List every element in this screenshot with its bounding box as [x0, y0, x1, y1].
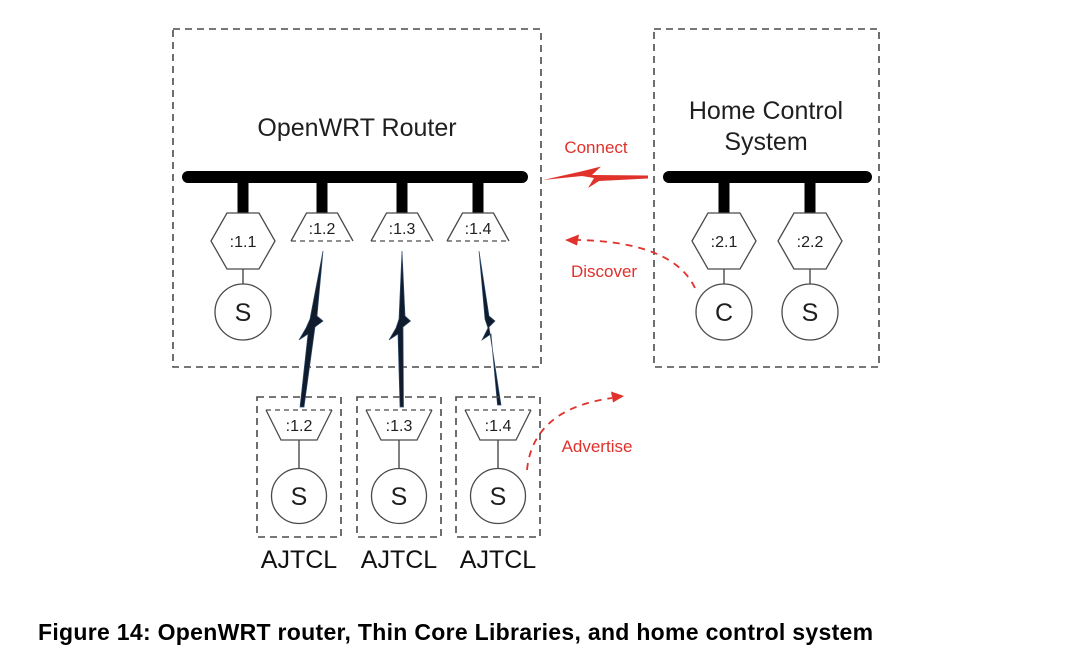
- plug-id: :1.3: [386, 418, 413, 435]
- ajtcl-label: AJTCL: [261, 546, 338, 574]
- lightning-bolt-icon: [298, 250, 324, 408]
- socket-shape: [446, 212, 510, 242]
- ajtcl-box: [256, 396, 342, 538]
- discover-arrowhead-icon: [565, 234, 579, 246]
- service-node: [270, 467, 328, 525]
- ajtcl-label: AJTCL: [361, 546, 438, 574]
- discover-arrow: [577, 239, 696, 289]
- socket-id: :1.2: [309, 221, 336, 238]
- service-letter: S: [490, 483, 507, 511]
- hexagon-port: [210, 212, 276, 270]
- hexagon-port: [777, 212, 843, 270]
- router-stub-1: [237, 182, 249, 214]
- lightning-bolt-icon: [388, 250, 412, 408]
- service-letter: S: [235, 299, 252, 327]
- client-node: [695, 283, 753, 341]
- home-stub-2: [804, 182, 816, 214]
- connect-label: Connect: [564, 138, 628, 157]
- router-stub-2: [316, 182, 328, 214]
- router-title: OpenWRT Router: [257, 114, 456, 142]
- advertise-arrow: [526, 397, 613, 471]
- service-node: [469, 467, 527, 525]
- port-id: :2.2: [797, 234, 824, 251]
- home-title-line2: System: [724, 128, 807, 156]
- ajtcl-box: [455, 396, 541, 538]
- service-node: [781, 283, 839, 341]
- socket-id: :1.4: [465, 221, 492, 238]
- router-stub-3: [396, 182, 408, 214]
- ajtcl-box: [356, 396, 442, 538]
- service-letter: S: [391, 483, 408, 511]
- connect-lightning-icon: [543, 166, 648, 188]
- discover-label: Discover: [571, 262, 637, 281]
- figure-caption: Figure 14: OpenWRT router, Thin Core Lib…: [38, 619, 873, 645]
- home-box: [653, 28, 880, 368]
- socket-shape: [370, 212, 434, 242]
- plug-id: :1.2: [286, 418, 313, 435]
- service-letter: S: [291, 483, 308, 511]
- router-bus-bar: [182, 171, 528, 183]
- ajtcl-label: AJTCL: [460, 546, 537, 574]
- lightning-bolt-icon: [478, 250, 502, 406]
- client-letter: C: [715, 299, 733, 327]
- home-bus-bar: [663, 171, 872, 183]
- service-node: [214, 283, 272, 341]
- socket-id: :1.3: [389, 221, 416, 238]
- plug-id: :1.4: [485, 418, 512, 435]
- home-stub-1: [718, 182, 730, 214]
- home-title-line1: Home Control: [689, 97, 843, 125]
- hexagon-port: [691, 212, 757, 270]
- advertise-arrowhead-icon: [611, 391, 624, 403]
- socket-shape: [290, 212, 354, 242]
- advertise-label: Advertise: [562, 437, 633, 456]
- router-stub-4: [472, 182, 484, 214]
- service-node: [370, 467, 428, 525]
- service-letter: S: [802, 299, 819, 327]
- port-id: :2.1: [711, 234, 738, 251]
- port-id: :1.1: [230, 234, 257, 251]
- router-box: [172, 28, 542, 368]
